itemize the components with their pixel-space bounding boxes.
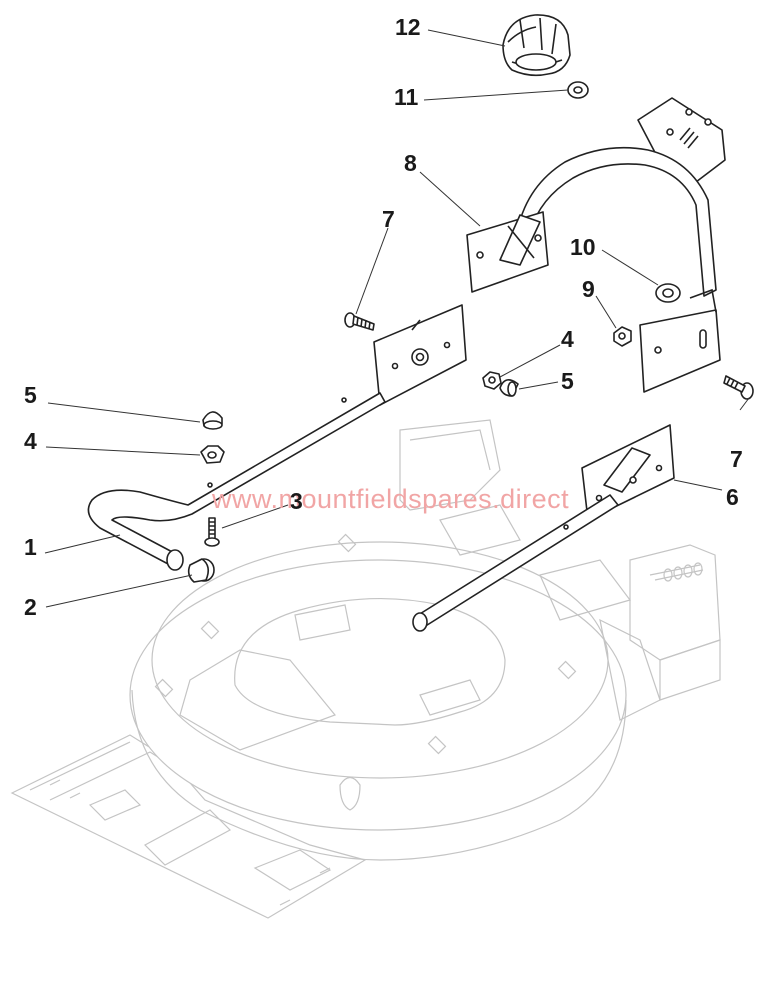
part-8-handle-bracket <box>466 97 726 393</box>
callout-4-right: 4 <box>561 326 574 352</box>
part-4-nut-right <box>482 371 502 390</box>
part-5-cap-nut-left <box>202 411 223 430</box>
mower-deck <box>10 419 721 919</box>
leader-lines <box>44 29 750 608</box>
part-7-bolt-left <box>344 312 375 331</box>
callout-10: 10 <box>570 234 596 260</box>
part-7-bolt-right <box>723 375 754 400</box>
callout-3: 3 <box>290 488 303 514</box>
part-6-lower-handle-right <box>412 424 675 632</box>
callout-7-upper: 7 <box>382 206 395 232</box>
part-12-knob <box>502 14 571 77</box>
callout-12: 12 <box>395 14 421 40</box>
callout-4-left: 4 <box>24 428 37 454</box>
watermark-text: www.mountfieldspares.direct <box>212 484 570 514</box>
callout-1: 1 <box>24 534 37 560</box>
callout-5-right: 5 <box>561 368 574 394</box>
part-1-lower-handle-left <box>87 304 467 571</box>
part-10-washer <box>655 283 681 303</box>
callout-5-left: 5 <box>24 382 37 408</box>
part-11-washer <box>567 81 589 99</box>
part-5-cap-nut-right <box>499 379 519 397</box>
part-9-nut <box>613 326 632 347</box>
callout-6: 6 <box>726 484 739 510</box>
part-3-bolt <box>204 517 220 547</box>
callout-9: 9 <box>582 276 595 302</box>
part-2-end-cap <box>187 558 215 583</box>
callout-7-lower: 7 <box>730 446 743 472</box>
callout-11: 11 <box>394 84 419 110</box>
callout-8: 8 <box>404 150 417 176</box>
callout-2: 2 <box>24 594 37 620</box>
part-4-nut-left <box>200 445 225 464</box>
